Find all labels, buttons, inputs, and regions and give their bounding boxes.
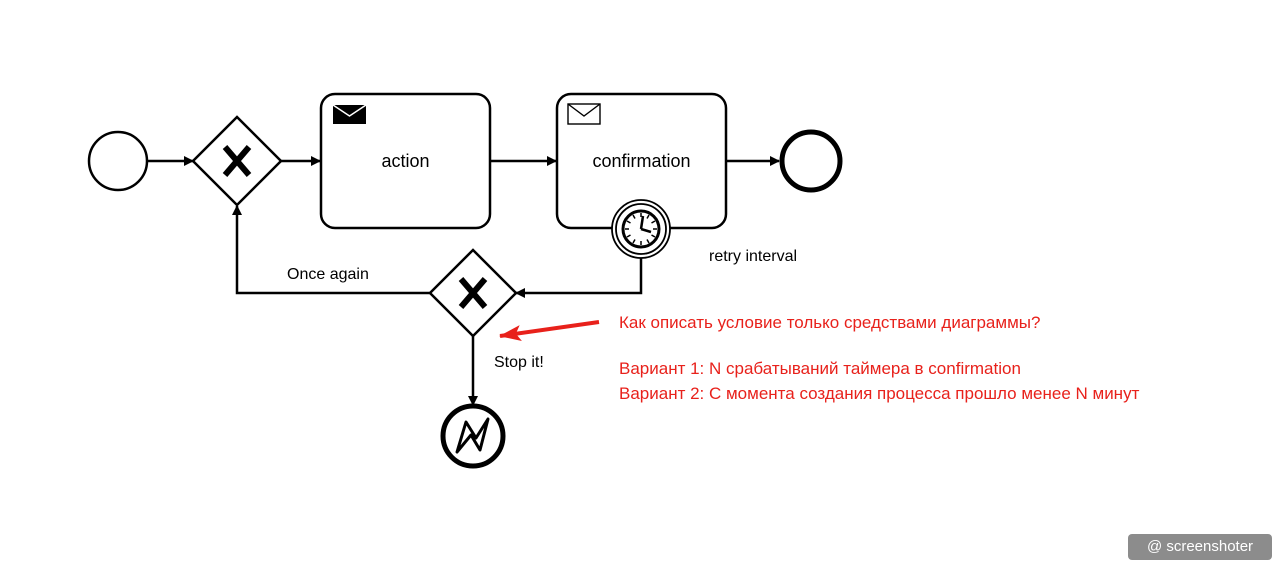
envelope-outline-icon [567, 103, 601, 125]
task-action[interactable]: action [319, 92, 492, 230]
annotation-option-1: Вариант 1: N срабатываний таймера в conf… [619, 359, 1021, 378]
timer-clock-icon[interactable] [611, 199, 671, 259]
flow-once-again [232, 205, 430, 295]
flow-timer-to-gateway [515, 258, 643, 298]
task-action-label: action [381, 151, 429, 171]
task-confirmation-label: confirmation [592, 151, 690, 171]
annotation-question: Как описать условие только средствами ди… [619, 313, 1041, 332]
label-once-again: Once again [287, 266, 369, 283]
error-end-event[interactable] [440, 403, 506, 469]
exclusive-gateway-merge[interactable] [191, 115, 283, 207]
end-event[interactable] [779, 129, 843, 193]
error-lightning-icon [455, 417, 490, 454]
label-retry-interval: retry interval [709, 248, 797, 265]
annotation-arrow [499, 320, 600, 341]
exclusive-gateway-decision[interactable] [428, 248, 518, 338]
task-confirmation[interactable]: confirmation [555, 92, 728, 230]
exclusive-gateway-icon [222, 145, 252, 177]
watermark-badge: @ screenshoter [1128, 534, 1272, 560]
envelope-filled-icon [332, 104, 367, 124]
label-stop-it: Stop it! [494, 354, 544, 371]
annotation-option-2: Вариант 2: С момента создания процесса п… [619, 384, 1140, 403]
exclusive-gateway-icon [458, 277, 488, 309]
start-event[interactable] [87, 130, 149, 192]
